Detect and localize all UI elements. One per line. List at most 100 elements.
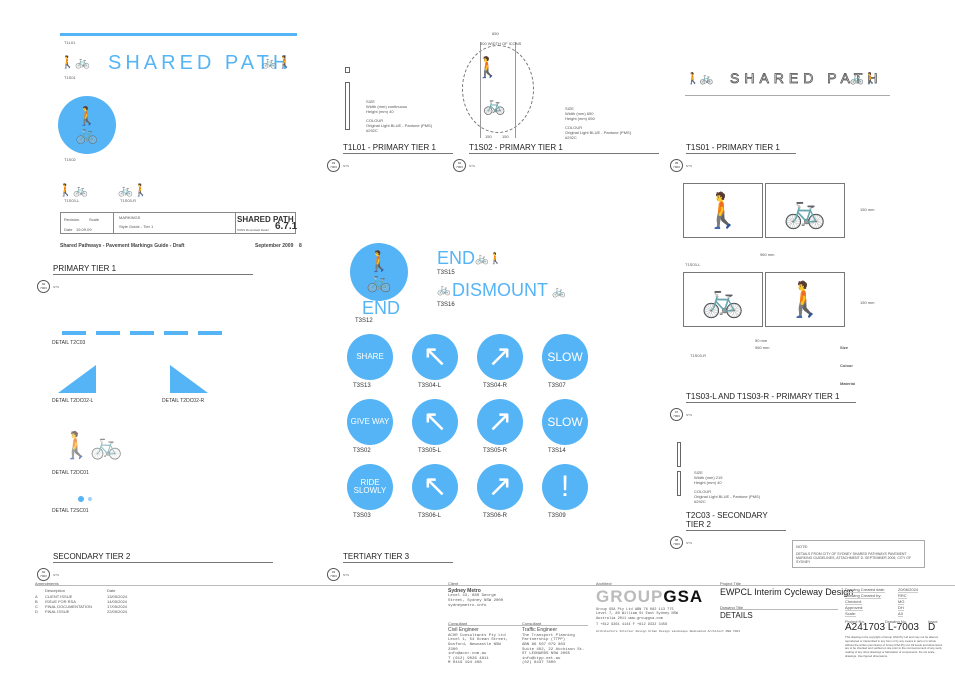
blue-rule [60, 33, 297, 36]
meta-value: 20/06/2024 [898, 587, 919, 593]
meta-label: Approved: [845, 605, 864, 611]
meta-label: Scale: [845, 611, 857, 617]
sign-code: T3S03 [353, 513, 371, 519]
dimension-line [685, 95, 890, 96]
tertiary-sign: SHARE [347, 334, 393, 380]
footer-date: September 2009 [255, 243, 294, 249]
sign-text: ! [560, 470, 570, 503]
meta-label: Drawing Created date: [845, 587, 886, 593]
tertiary-sign: ↖ [412, 334, 458, 380]
amendment-rev: D [35, 609, 38, 614]
tertiary-sign: ↖ [412, 464, 458, 510]
line-marking-outline [345, 82, 350, 130]
dotted-pedestrian-cycle-mark: 🚶🚲 [60, 430, 123, 460]
dash-mark [164, 331, 188, 335]
copyright-text: This drawing is the copyright of Group G… [845, 635, 943, 658]
t1s03-l-icon: 🚶🚲 [58, 183, 88, 197]
sign-text: ↗ [487, 470, 513, 503]
sign-code: T3S15 [437, 270, 455, 276]
label: Scale [89, 217, 100, 222]
footer-text: Shared Pathways - Pavement Markings Guid… [60, 243, 185, 249]
sign-code: T3S02 [353, 448, 371, 454]
sign-code: T3S13 [353, 383, 371, 389]
detail-label: DETAIL T2DC01 [52, 470, 89, 476]
code-label: T1S02 [64, 157, 76, 162]
code-label: T1L01 [64, 40, 76, 45]
sign-text: ↗ [487, 405, 513, 438]
col-header: Description [45, 588, 66, 593]
sign-code: T3S16 [437, 302, 455, 308]
meta-label: Drawing Created by: [845, 593, 882, 599]
t1s03-r-icon: 🚲🚶 [118, 183, 148, 197]
sign-text: RIDE SLOWLY [353, 478, 387, 495]
triangle-mark-left [58, 365, 96, 393]
tertiary-sign: ↗ [477, 334, 523, 380]
tertiary-sign: ↗ [477, 399, 523, 445]
pedestrian-outline-box: 🚶 [683, 183, 763, 238]
dim-width: 960 mm [755, 345, 770, 350]
code-label: T1S03-L [64, 198, 80, 203]
shared-path-outline: SHARED PATH [730, 70, 883, 87]
shared-path-marking: SHARED PATH [108, 52, 292, 74]
cycle-pedestrian-outline-icon: 🚲🚶 [850, 73, 878, 86]
dash-mark [130, 331, 154, 335]
amendment-desc: CLIENT ISSUE [45, 594, 73, 599]
end-text: END [437, 248, 476, 268]
dwg-no: 6.7.1 [275, 221, 298, 232]
tertiary-sign: SLOW [542, 399, 588, 445]
sign-text: GIVE WAY [350, 417, 390, 426]
cyclist-outline-box: 🚲 [765, 183, 845, 238]
shared-path-circle-sign: 🚶🚲 [58, 96, 116, 154]
page-number: 8 [299, 243, 302, 249]
detail-label: DETAIL T2DC02-R [162, 398, 205, 404]
sign-text: SLOW [547, 415, 583, 429]
dim-width: 960 mm [760, 252, 775, 257]
amendment-date: 22/05/2024 [107, 609, 128, 614]
code-label: T1S01 [64, 75, 76, 80]
dimension-lines [480, 42, 516, 138]
tertiary-sign: ! [542, 464, 588, 510]
drawing-number: A241703 L-7003 [845, 622, 919, 633]
drawing-label: Drawing Title [720, 605, 744, 610]
sign-code: T3S04-L [418, 383, 442, 389]
label: MARKINGS [119, 215, 141, 220]
meta-value: RRC [898, 593, 907, 599]
sign-code: T3S05-L [418, 448, 442, 454]
t1s02-circle-outline [462, 45, 534, 133]
end-text-mark: END [362, 298, 401, 318]
cycle-pedestrian-icon: 🚲🚶 [262, 55, 292, 69]
tertiary-sign: RIDE SLOWLY [347, 464, 393, 510]
amendment-date: 13/05/2024 [107, 594, 128, 599]
pedestrian-outline-box: 🚶 [765, 272, 845, 327]
line-marking-end [345, 67, 350, 73]
label: Drawing No. [885, 619, 908, 624]
dash-mark [96, 331, 120, 335]
cyclist-outline-icon: 🚲 [483, 95, 506, 116]
dismount-text: DISMOUNT [452, 280, 548, 300]
amendment-desc: ISSUE FOR RSA [45, 599, 76, 604]
dot-mark [78, 496, 84, 502]
project-title: EWPCL Interim Cycleway Design [720, 587, 854, 597]
sign-code: T3S09 [548, 513, 566, 519]
sign-code: T3S05-R [483, 448, 508, 454]
dash-mark [198, 331, 222, 335]
sign-text: ↖ [422, 470, 448, 503]
titleblock-rule [35, 585, 955, 586]
sign-text: ↗ [487, 340, 513, 373]
detail-label: DETAIL T2C03 [52, 340, 86, 346]
triangle-mark-right [170, 365, 208, 393]
dim-b: 150 [502, 134, 509, 139]
note-text: DETAILS FROM CITY OF SYDNEY SHARED PATHW… [796, 552, 912, 564]
issue-letter: D [928, 622, 936, 633]
sign-code: T3S06-L [418, 513, 442, 519]
detail-label: DETAIL T2DC02-L [52, 398, 94, 404]
line-marking-outline [677, 442, 681, 467]
